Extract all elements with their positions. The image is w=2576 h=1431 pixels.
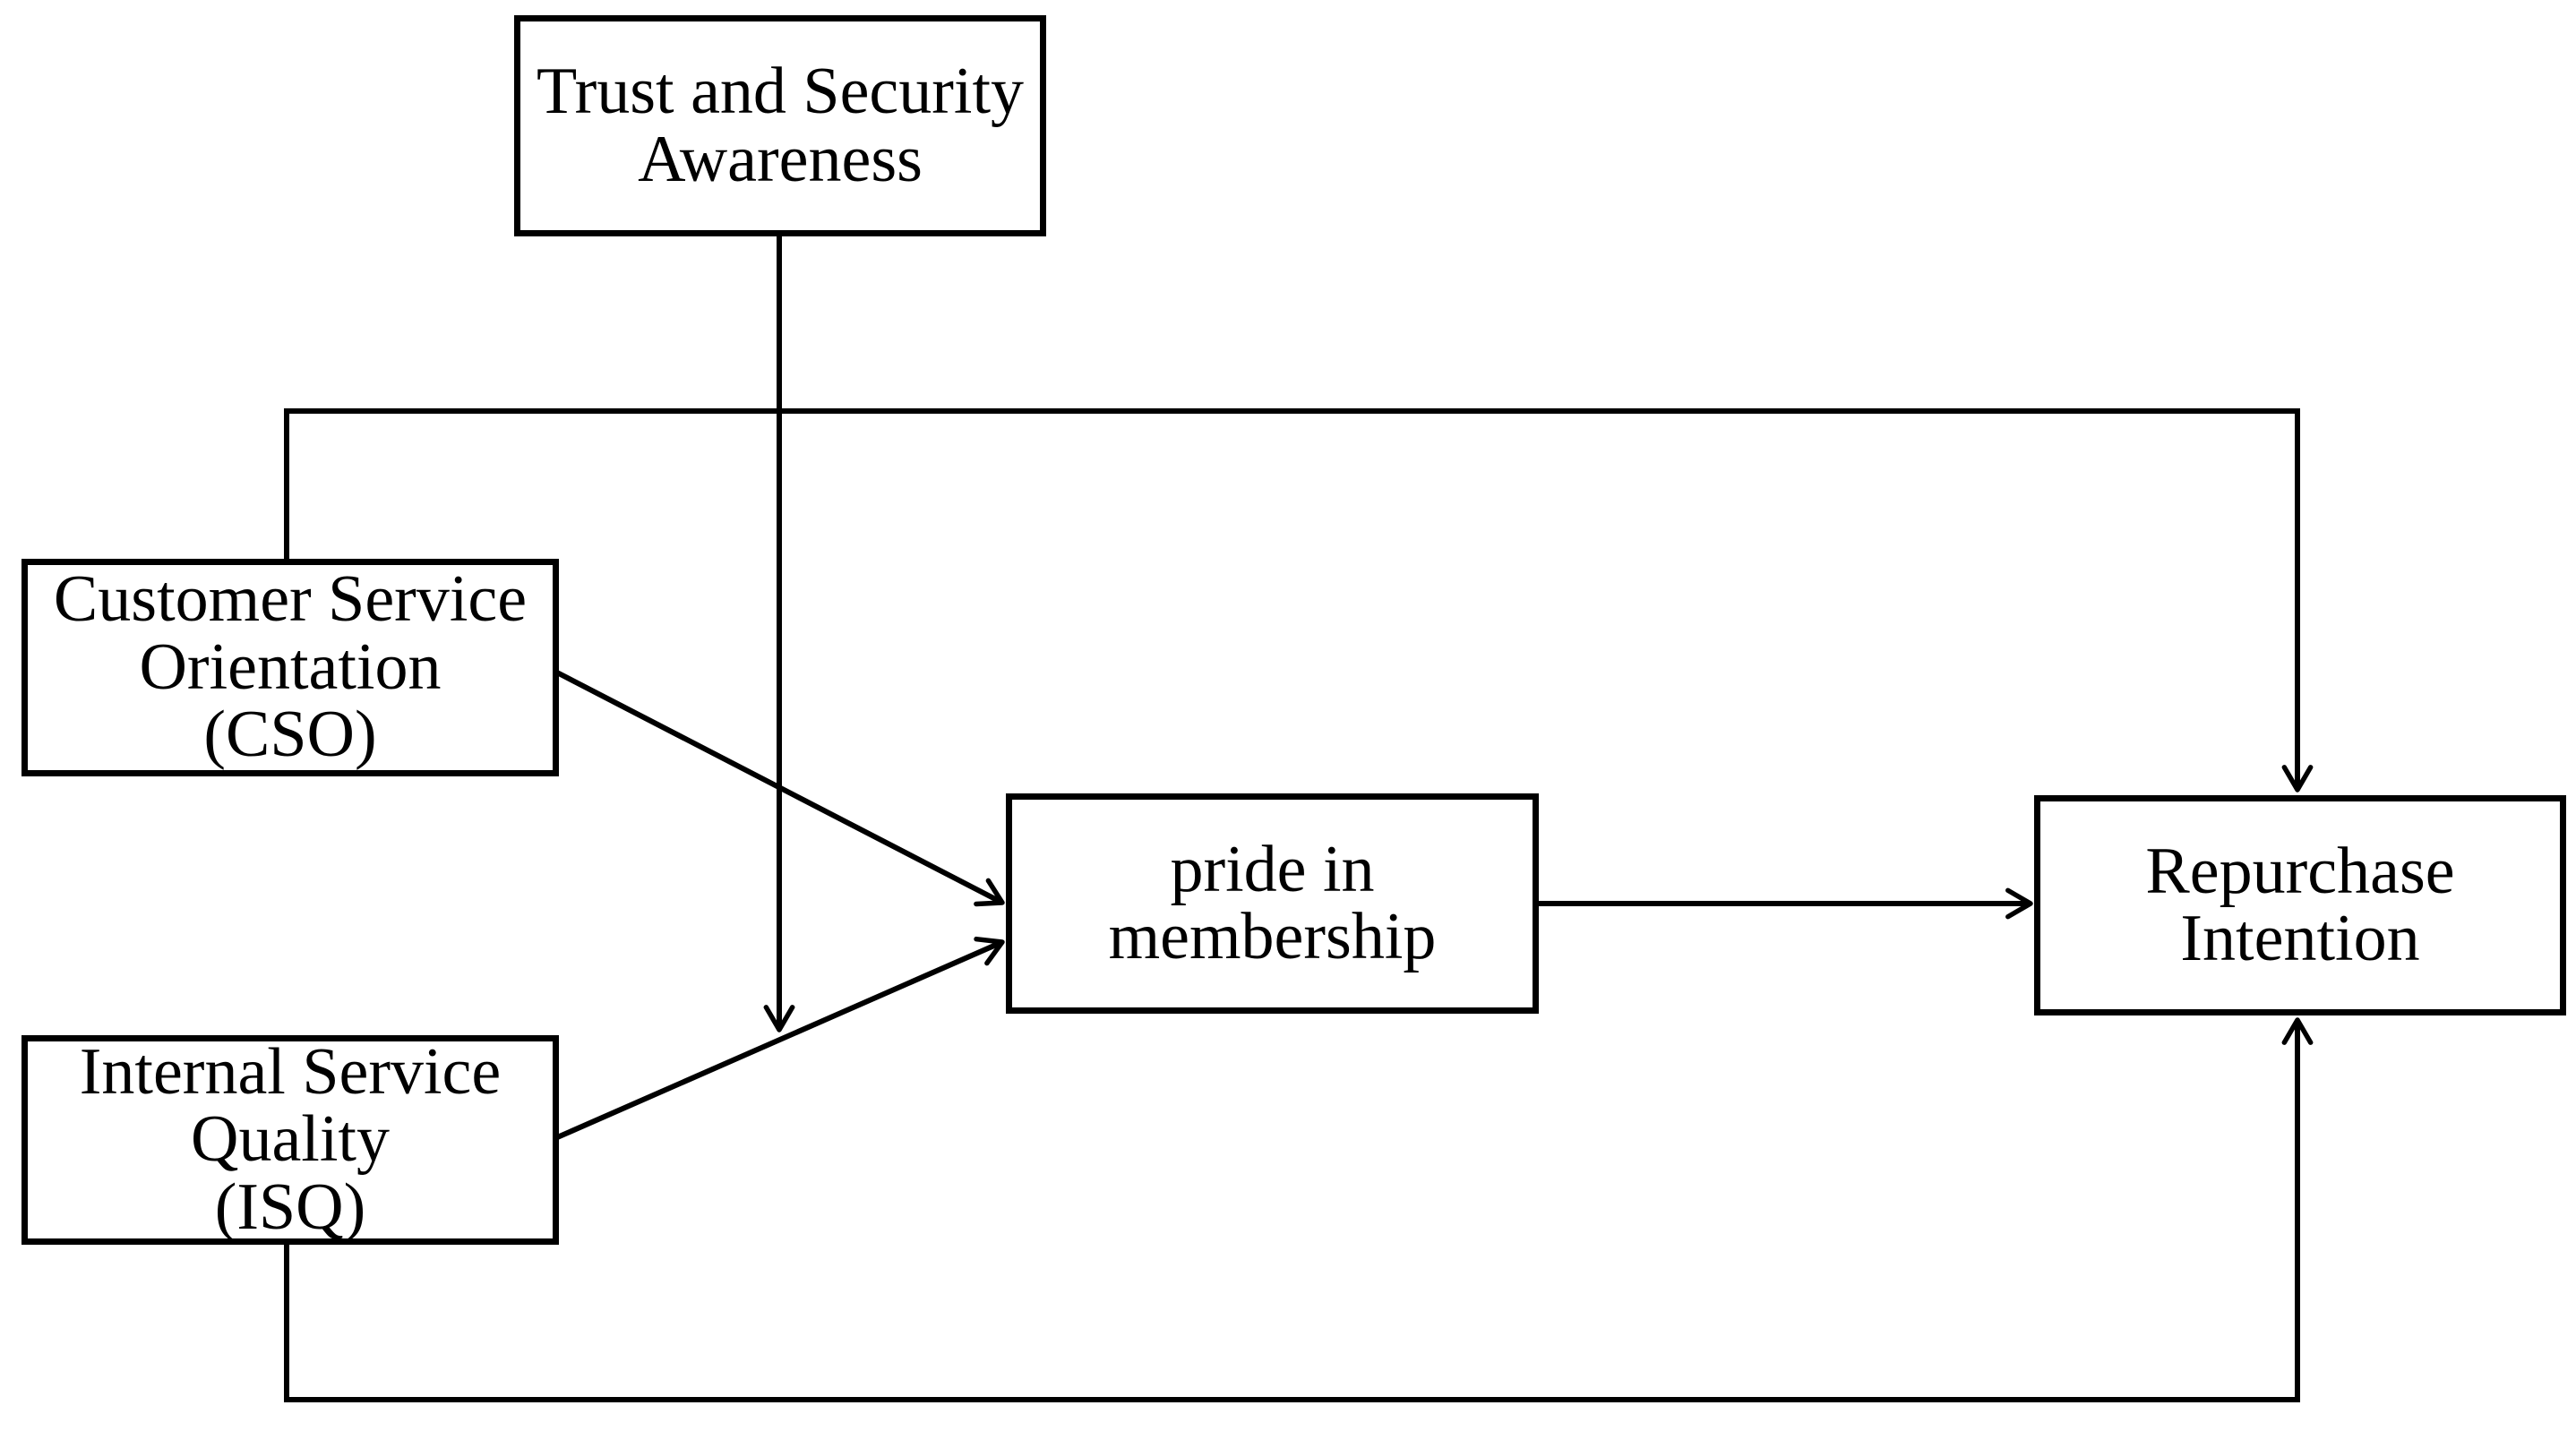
edge-cso-to-pride-arrow [554, 669, 1005, 907]
node-trust-and-security-awareness: Trust and Security Awareness [514, 15, 1046, 236]
node-label-line: Trust and Security [536, 55, 1025, 129]
node-label-line: Orientation [139, 630, 442, 704]
node-pride-in-membership: pride in membership [1006, 793, 1539, 1014]
node-label-line: pride in [1170, 832, 1375, 906]
edge-isq-to-repurchase-bottom-arrow [284, 1017, 2314, 1402]
node-label-line: Awareness [638, 122, 923, 196]
node-customer-service-orientation: Customer Service Orientation (CSO) [21, 559, 559, 776]
node-label-line: Quality [191, 1102, 390, 1177]
node-label-line: Internal Service [79, 1034, 502, 1109]
node-label-line: (ISQ) [214, 1170, 366, 1244]
node-internal-service-quality: Internal Service Quality (ISQ) [21, 1035, 559, 1245]
edge-isq-to-pride-arrow [554, 936, 1005, 1141]
node-repurchase-intention: Repurchase Intention [2034, 795, 2566, 1015]
edge-cso-to-repurchase-top-arrow [284, 408, 2314, 793]
node-label-line: Customer Service [53, 562, 528, 637]
node-label-line: (CSO) [203, 698, 377, 772]
node-label-line: Repurchase [2145, 834, 2455, 908]
node-label-line: membership [1108, 900, 1437, 973]
node-label-line: Intention [2180, 902, 2420, 975]
